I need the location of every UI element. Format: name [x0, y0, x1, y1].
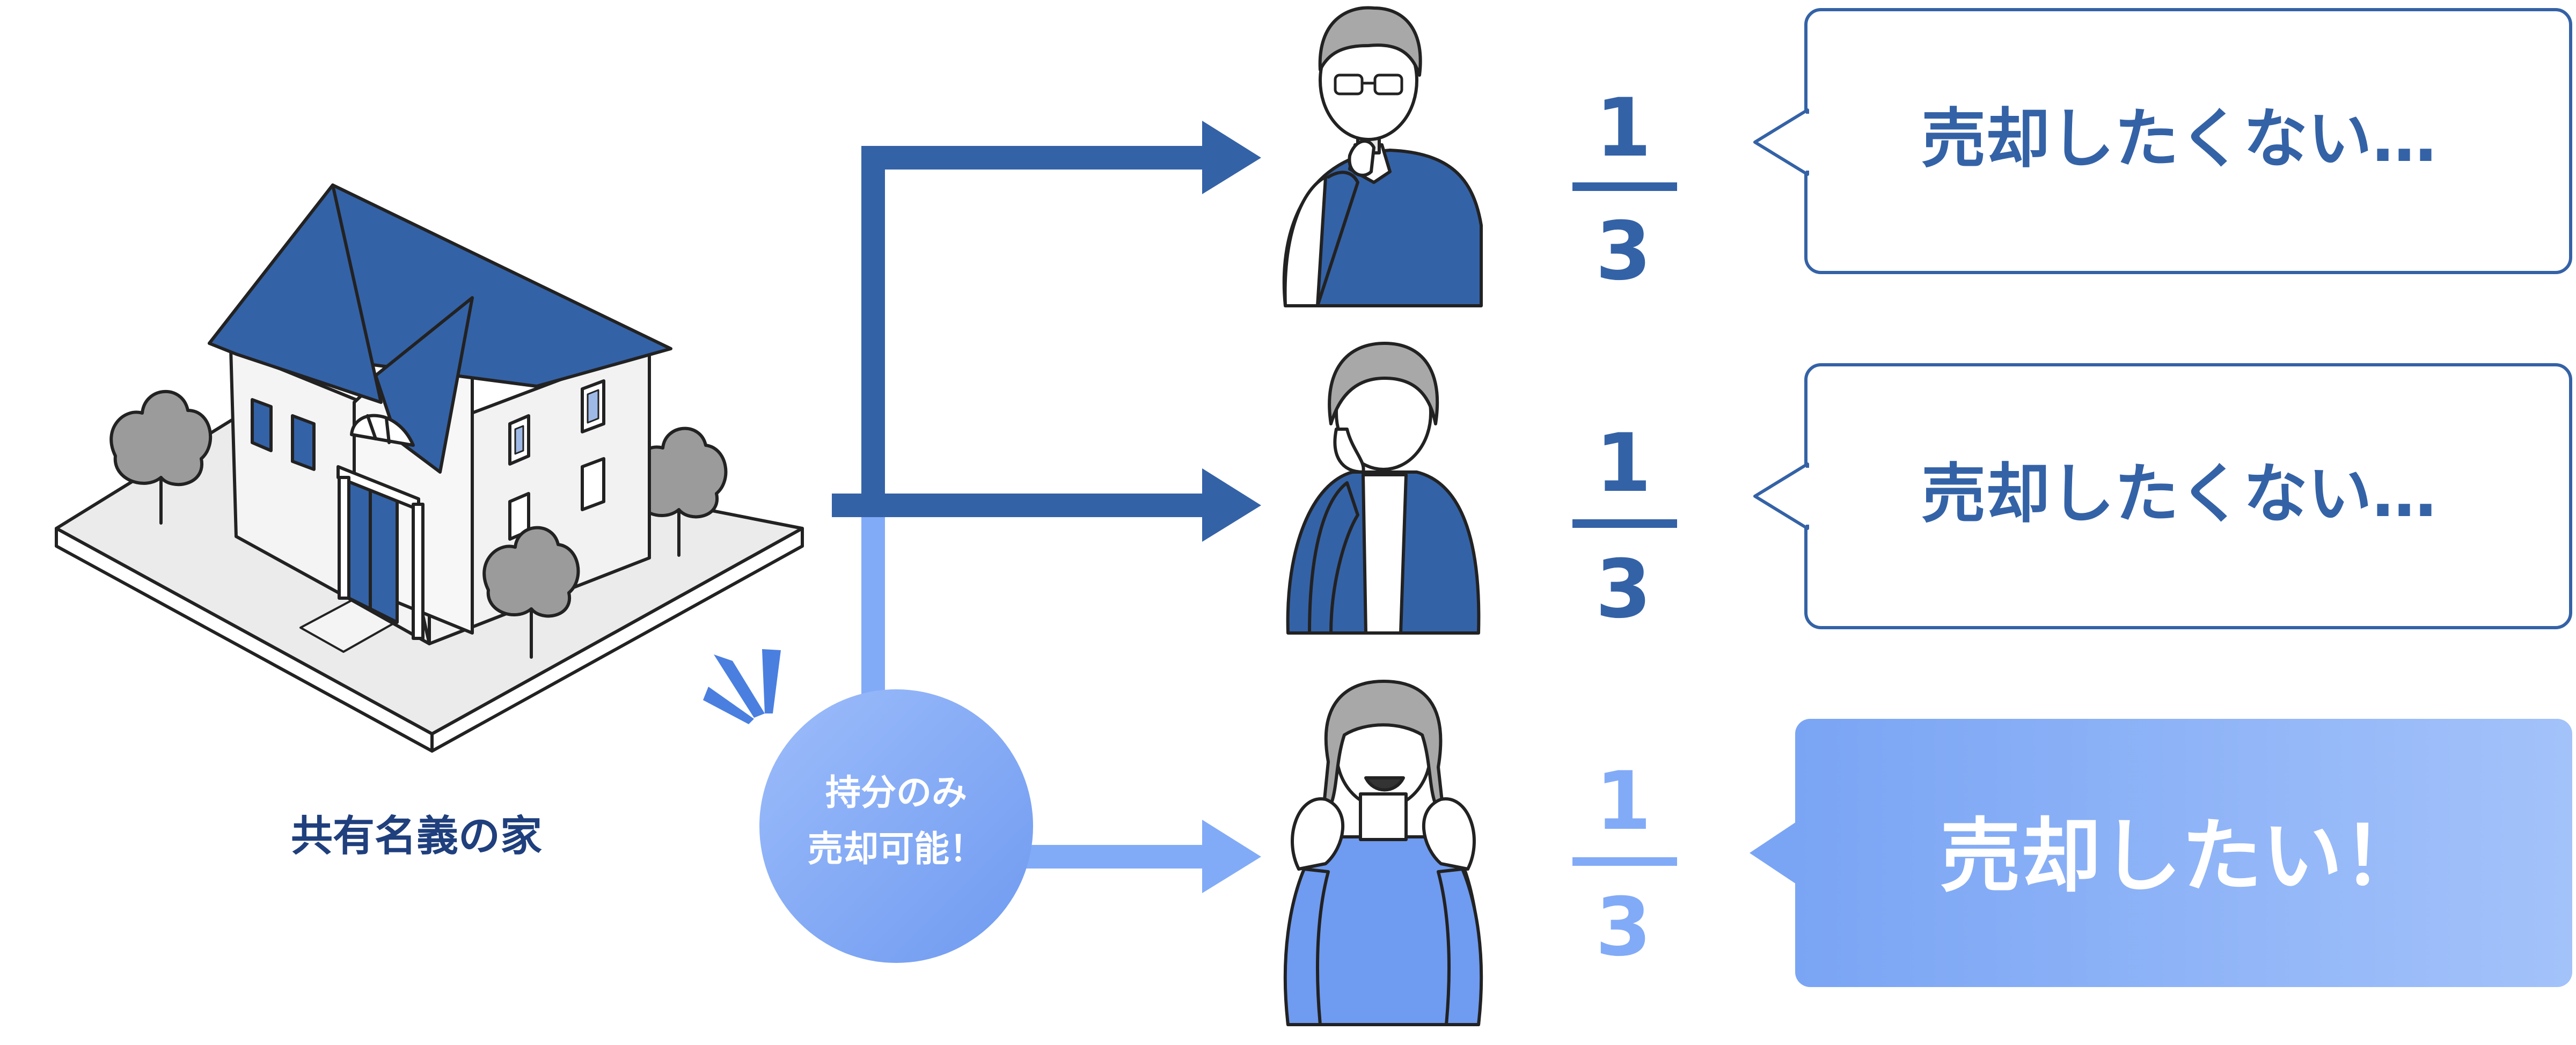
share-denominator: 3 [1596, 881, 1651, 974]
share-denominator: 3 [1596, 543, 1651, 636]
share-fraction-2: 1 3 [1572, 417, 1677, 636]
share-fraction-1: 1 3 [1572, 82, 1677, 298]
surprise-burst-icon [703, 649, 781, 724]
house-illustration [55, 183, 804, 753]
connector-lines [832, 121, 1261, 893]
speech-text-1: 売却したくない… [1921, 102, 2436, 176]
share-numerator: 1 [1596, 755, 1651, 848]
speech-text-2: 売却したくない… [1921, 457, 2436, 532]
fraction-bar [1572, 857, 1677, 866]
tree-front [482, 526, 580, 659]
badge-line-1: 持分のみ [825, 772, 967, 813]
arrow-head-bottom [1202, 820, 1261, 893]
speech-bubble-3: 売却したい！ [1750, 719, 2572, 987]
sellable-share-badge: 持分のみ 売却可能！ [759, 689, 1033, 963]
speech-bubble-2: 売却したくない… [1753, 363, 2572, 629]
person-young-woman [1283, 680, 1483, 1026]
speech-text-3: 売却したい！ [1940, 810, 2423, 903]
tree-right [630, 426, 728, 557]
tree-left [109, 390, 213, 525]
person-elderly-woman [1286, 342, 1481, 635]
arrow-head-top [1202, 121, 1261, 194]
speech-bubble-1: 売却したくない… [1753, 8, 2572, 274]
share-numerator: 1 [1596, 417, 1651, 510]
person-elderly-man [1282, 6, 1483, 307]
fraction-bar [1572, 182, 1677, 191]
share-denominator: 3 [1596, 205, 1651, 298]
badge-line-2: 売却可能！ [808, 828, 985, 870]
share-fraction-3: 1 3 [1572, 755, 1677, 974]
house-caption: 共有名義の家 [291, 812, 542, 860]
share-numerator: 1 [1596, 82, 1651, 175]
arrow-head-middle [1202, 468, 1261, 542]
fraction-bar [1572, 519, 1677, 528]
